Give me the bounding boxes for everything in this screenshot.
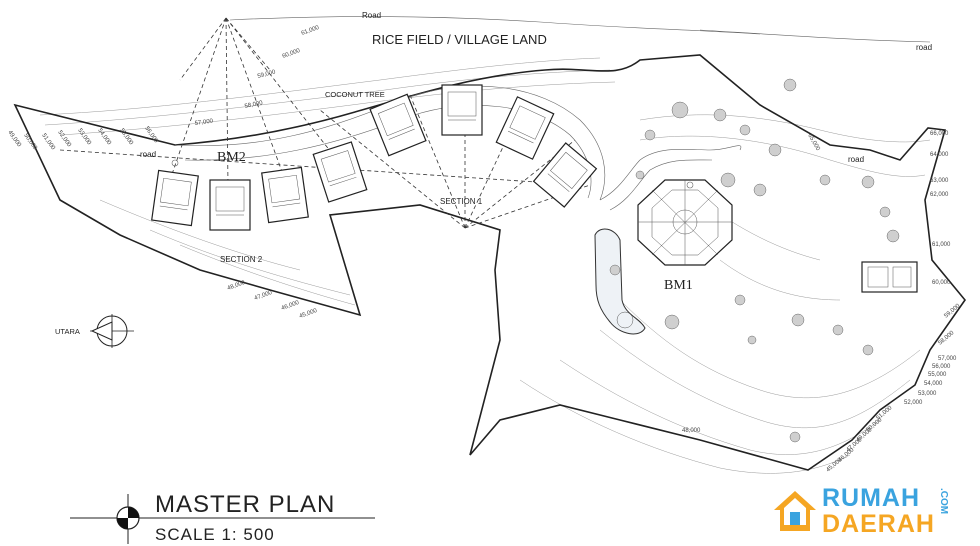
plan-scale: SCALE 1: 500 [155,525,275,544]
winding-path-2 [609,159,713,211]
cottage-6 [441,84,483,136]
cottage-8 [532,142,598,208]
contour-label: 62,000 [930,192,949,198]
section-marker [171,159,179,167]
right-cottage [861,261,918,293]
contour-labels-left: 49,000 50,000 51,000 52,000 53,000 54,00… [6,25,320,152]
section-rays [59,17,591,229]
cottage-4 [312,141,368,203]
logo-text-rumah: RUMAH [822,484,921,512]
contour-label: 65,000 [806,133,821,152]
cottage-row [151,84,598,231]
winding-path [599,145,742,201]
section-mark-icon [116,506,140,530]
contour-label: 46,000 [281,300,301,312]
bm1-marker [686,181,694,189]
contour-label: 52,000 [56,130,72,149]
contour-label: 53,000 [76,128,92,147]
contour-label: 61,000 [932,242,951,248]
cottage-5 [369,93,427,157]
cottage-3 [261,166,309,224]
contour-label: 55,000 [928,372,947,378]
contour-label: 58,000 [244,100,264,110]
pool [594,228,646,335]
logo-text-com: .COM [938,488,949,515]
utara-label: UTARA [55,327,80,336]
contour-label: 55,000 [118,128,134,147]
bm1-building [637,179,733,266]
road-mid-right-label: road [848,155,864,164]
contour-label: 56,000 [143,126,159,145]
bm1-label: BM1 [664,278,693,293]
north-arrow-icon [90,314,134,348]
contour-label: 48,000 [682,428,701,434]
site-boundary [13,54,967,471]
contour-label: 59,000 [257,69,277,80]
contour-label: 51,000 [40,133,56,152]
contour-label: 49,000 [6,130,22,149]
right-road-line [699,29,931,43]
contour-label: 64,000 [930,152,949,158]
contour-label: 60,000 [282,48,302,60]
contour-label: 52,000 [904,400,923,406]
plan-title: MASTER PLAN [155,491,335,518]
contour-label: 54,000 [924,381,943,387]
cottage-1 [151,169,199,227]
contour-label: 56,000 [932,364,951,370]
trees [609,78,900,443]
coconut-tree-label: COCONUT TREE [325,90,385,99]
contour-label: 47,000 [254,290,274,302]
contour-label: 60,000 [932,280,951,286]
road-right-label: road [916,43,932,52]
contour-label: 57,000 [938,356,957,362]
section-1-label: SECTION 1 [440,197,483,206]
contour-label: 45,000 [299,308,319,320]
contour-label: 61,000 [301,25,321,37]
logo-text-daerah: DAERAH [822,510,935,538]
cottage-2 [209,179,251,231]
contour-label: 57,000 [194,118,214,127]
contour-label: 63,000 [930,178,949,184]
section-2-label: SECTION 2 [220,255,263,264]
contour-lines [39,57,931,474]
road-left-label: road [140,150,156,159]
rice-field-label: RICE FIELD / VILLAGE LAND [372,32,547,47]
contour-label: 45,000 [825,457,843,474]
rumahdaerah-logo: RUMAH DAERAH .COM [770,482,960,538]
contour-label: 50,000 [22,133,38,152]
contour-label: 54,000 [96,128,112,147]
contour-label: 58,000 [937,330,955,347]
house-icon [774,491,816,531]
bm2-label: BM2 [217,150,246,165]
top-road-line [229,16,761,35]
contour-label: 53,000 [918,391,937,397]
title-block: MASTER PLAN SCALE 1: 500 [70,491,375,544]
cottage-7 [495,96,555,160]
road-top-label: Road [362,11,381,20]
contour-label: 48,000 [227,280,247,292]
contour-label: 66,000 [930,131,949,137]
